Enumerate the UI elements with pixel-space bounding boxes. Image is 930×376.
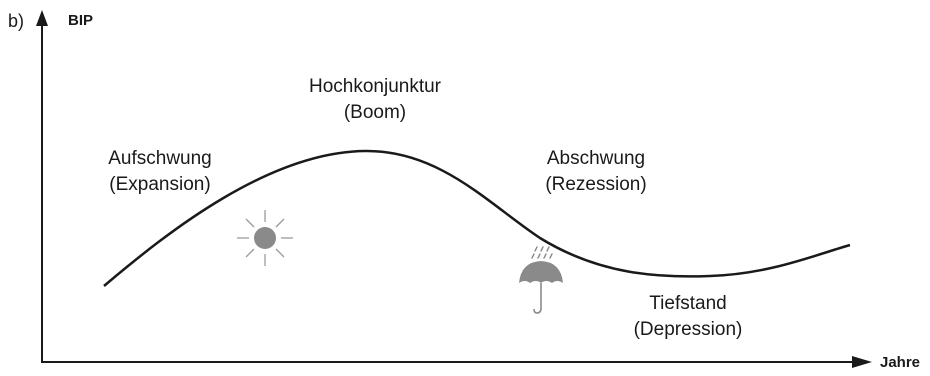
y-axis-label: BIP <box>68 12 94 29</box>
phase-depression-label: Tiefstand (Depression) <box>588 291 788 343</box>
umbrella-with-rain-icon <box>519 246 563 314</box>
phase-recession-name: Abschwung <box>546 148 646 169</box>
x-axis-label: Jahre <box>880 354 921 371</box>
business-cycle-curve <box>103 149 851 287</box>
x-axis-arrowhead <box>852 356 872 368</box>
y-axis-arrowhead <box>36 10 48 26</box>
phase-expansion-label: Aufschwung (Expansion) <box>60 146 260 198</box>
sun-icon <box>237 210 293 266</box>
phase-expansion-name: Aufschwung <box>108 148 212 169</box>
phase-boom-term: (Boom) <box>343 102 407 123</box>
phase-depression-name: Tiefstand <box>649 293 727 314</box>
panel-label: b) <box>8 11 25 31</box>
phase-recession-label: Abschwung (Rezession) <box>496 146 696 198</box>
phase-boom-name: Hochkonjunktur <box>308 76 442 97</box>
phase-depression-term: (Depression) <box>633 319 743 340</box>
phase-boom-label: Hochkonjunktur (Boom) <box>275 74 475 126</box>
phase-recession-term: (Rezession) <box>545 174 647 195</box>
phase-expansion-term: (Expansion) <box>109 174 211 195</box>
